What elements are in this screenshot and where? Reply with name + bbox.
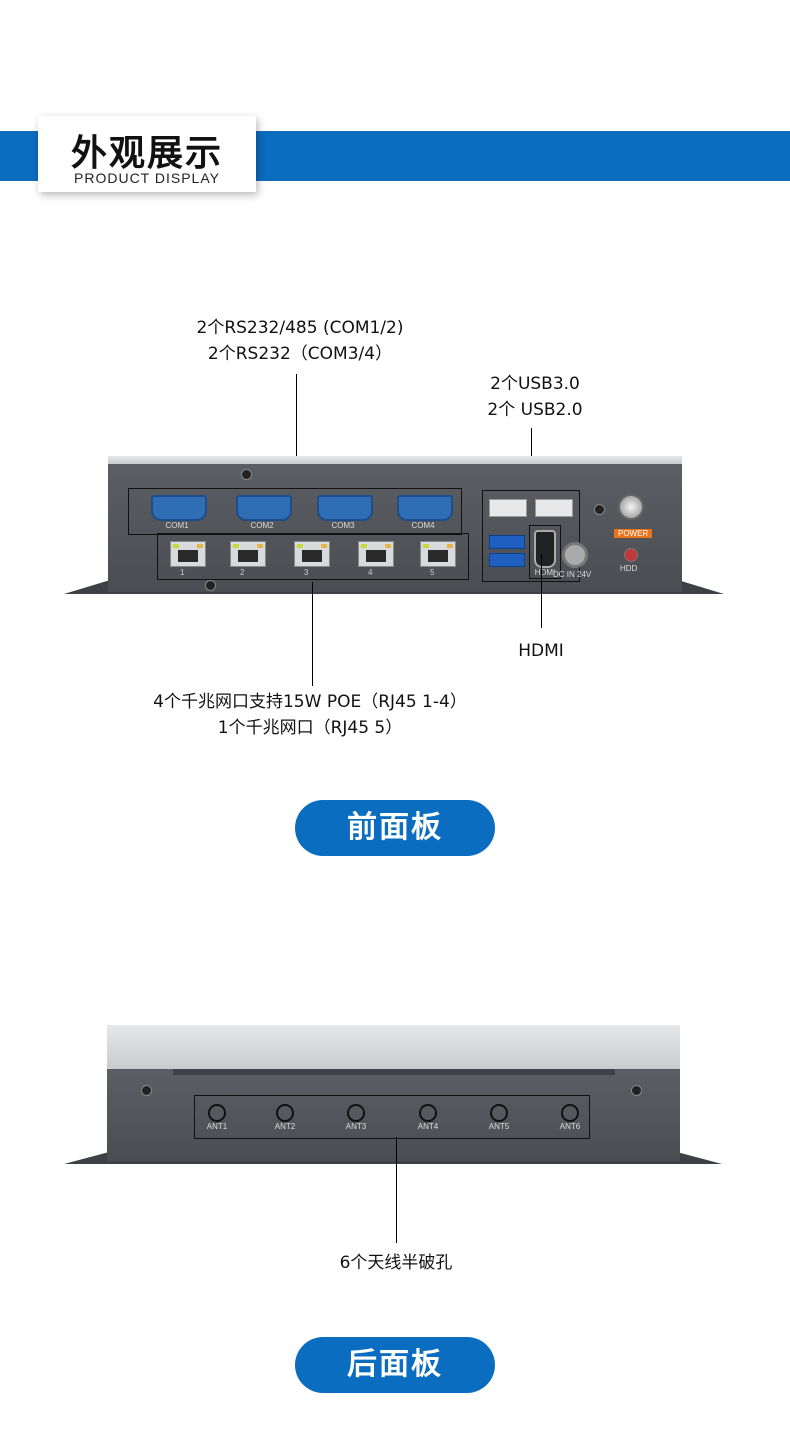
dc-in-label: DC IN 24V (553, 570, 592, 579)
antenna-knockout-icon (419, 1104, 437, 1122)
lan-ports-group: 1 2 3 4 5 (157, 533, 469, 580)
antenna-group: ANT1 ANT2 ANT3 ANT4 ANT5 ANT6 (194, 1095, 590, 1139)
rear-chassis: ANT1 ANT2 ANT3 ANT4 ANT5 ANT6 (107, 1069, 680, 1161)
com-port: COM1 (147, 495, 207, 530)
lan-label-line1: 4个千兆网口支持15W POE（RJ45 1-4） (153, 692, 467, 712)
antenna-hole: ANT5 (479, 1104, 519, 1131)
antenna-hole: ANT6 (550, 1104, 590, 1131)
com-port-label: COM2 (250, 521, 274, 530)
lan-label-line2: 1个千兆网口（RJ45 5） (217, 718, 403, 738)
antenna-hole: ANT3 (336, 1104, 376, 1131)
com-port: COM4 (393, 495, 453, 530)
usb-ports-group: HDMI (482, 490, 580, 582)
antenna-knockout-icon (347, 1104, 365, 1122)
serial-label-line2: 2个RS232（COM3/4） (207, 344, 393, 364)
lan-port-label: 1 (180, 568, 185, 577)
antenna-label-text: 6个天线半破孔 (339, 1253, 453, 1273)
lan-port-label: 4 (368, 568, 373, 577)
screw-icon (205, 580, 216, 591)
front-panel-badge: 前面板 (295, 800, 495, 856)
lan-leader-line (312, 582, 313, 686)
antenna-knockout-icon (490, 1104, 508, 1122)
serial-port-icon (397, 495, 453, 521)
antenna-hole: ANT1 (197, 1104, 237, 1131)
serial-leader-line (296, 374, 297, 489)
header-card: 外观展示 PRODUCT DISPLAY (38, 116, 256, 192)
antenna-leader-line (396, 1137, 397, 1243)
antenna-label: ANT4 (417, 1122, 439, 1131)
usb-label-line2: 2个 USB2.0 (487, 400, 583, 420)
dc-jack-icon (562, 542, 588, 568)
serial-port-icon (151, 495, 207, 521)
antenna-label: ANT1 (206, 1122, 228, 1131)
usb-label-line1: 2个USB3.0 (490, 374, 580, 394)
front-chassis-top (108, 456, 682, 464)
hdmi-frame: HDMI (529, 525, 561, 579)
ethernet-port-icon (294, 541, 330, 567)
serial-port-icon (317, 495, 373, 521)
lan-port-label: 2 (240, 568, 245, 577)
hdmi-leader-line (541, 554, 542, 628)
hdmi-label: HDMI (518, 641, 564, 661)
lan-ports-label: 4个千兆网口支持15W POE（RJ45 1-4） 1个千兆网口（RJ45 5） (60, 689, 560, 741)
com-port-label: COM4 (411, 521, 435, 530)
serial-label-line1: 2个RS232/485 (COM1/2) (196, 318, 404, 338)
serial-ports-label: 2个RS232/485 (COM1/2) 2个RS232（COM3/4） (140, 315, 460, 367)
usb-ports-label: 2个USB3.0 2个 USB2.0 (440, 371, 630, 423)
hdd-led-icon (624, 548, 638, 562)
antenna-knockout-icon (561, 1104, 579, 1122)
screw-icon (594, 504, 605, 515)
hdmi-port-icon (534, 530, 556, 568)
front-chassis: COM1 COM2 COM3 COM4 1 2 3 4 (108, 464, 682, 592)
lan-port-label: 5 (430, 568, 435, 577)
antenna-label: ANT6 (559, 1122, 581, 1131)
usb3-port-icon (489, 535, 525, 549)
com-port-label: COM3 (331, 521, 355, 530)
com-port-label: COM1 (165, 521, 189, 530)
usb3-port-icon (489, 553, 525, 567)
antenna-label: ANT2 (274, 1122, 296, 1131)
antenna-knockout-icon (208, 1104, 226, 1122)
com-port: COM2 (232, 495, 292, 530)
usb2-port-icon (535, 499, 573, 517)
screw-icon (631, 1085, 642, 1096)
serial-port-icon (236, 495, 292, 521)
antenna-knockout-icon (276, 1104, 294, 1122)
rear-panel-badge: 后面板 (295, 1337, 495, 1393)
antenna-hole: ANT2 (265, 1104, 305, 1131)
usb2-port-icon (489, 499, 527, 517)
antenna-label: ANT3 (345, 1122, 367, 1131)
ethernet-port-icon (170, 541, 206, 567)
screw-icon (241, 469, 252, 480)
screw-icon (141, 1085, 152, 1096)
com-port: COM3 (313, 495, 373, 530)
ethernet-port-icon (230, 541, 266, 567)
hdmi-port-label: HDMI (534, 568, 556, 577)
power-label: POWER (614, 529, 653, 538)
hdd-label: HDD (620, 564, 638, 573)
ethernet-port-icon (358, 541, 394, 567)
com-ports-group: COM1 COM2 COM3 COM4 (128, 488, 462, 535)
ethernet-port-icon (420, 541, 456, 567)
antenna-label: ANT5 (488, 1122, 510, 1131)
section-subtitle: PRODUCT DISPLAY (74, 170, 220, 186)
antenna-hole: ANT4 (408, 1104, 448, 1131)
power-button-icon (618, 494, 644, 520)
rear-chassis-top (107, 1025, 680, 1069)
lan-port-label: 3 (304, 568, 309, 577)
section-title: 外观展示 (70, 133, 223, 174)
